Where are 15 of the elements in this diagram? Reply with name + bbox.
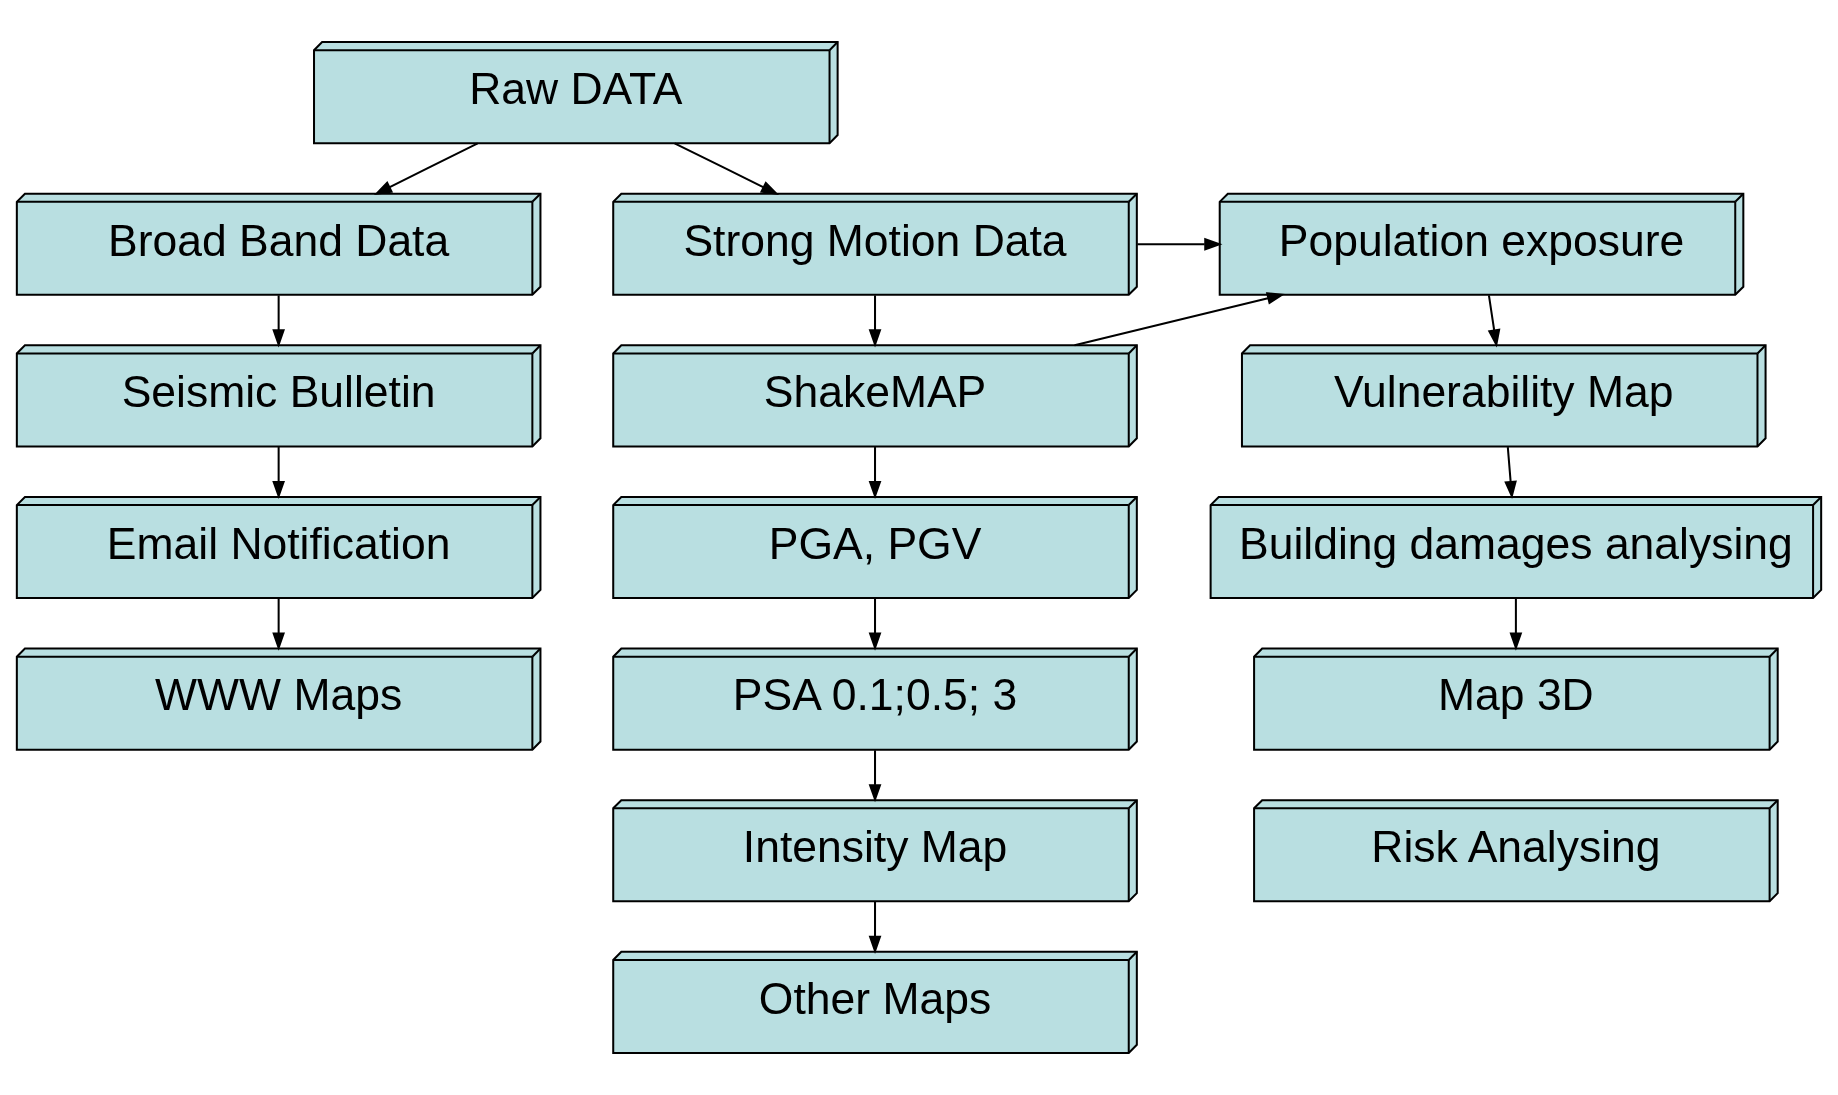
arrow	[1509, 598, 1523, 651]
arrow	[868, 750, 882, 803]
arrow	[272, 447, 285, 500]
arrow	[272, 295, 285, 348]
arrow	[868, 447, 882, 500]
arrow	[1137, 237, 1223, 251]
arrow	[1487, 295, 1501, 348]
arrow	[1504, 446, 1517, 500]
arrow	[373, 142, 479, 195]
arrow	[868, 901, 882, 954]
arrow	[674, 142, 780, 195]
arrow	[868, 295, 882, 348]
arrow	[868, 598, 882, 651]
arrow	[1074, 292, 1286, 347]
arrow	[272, 598, 285, 651]
